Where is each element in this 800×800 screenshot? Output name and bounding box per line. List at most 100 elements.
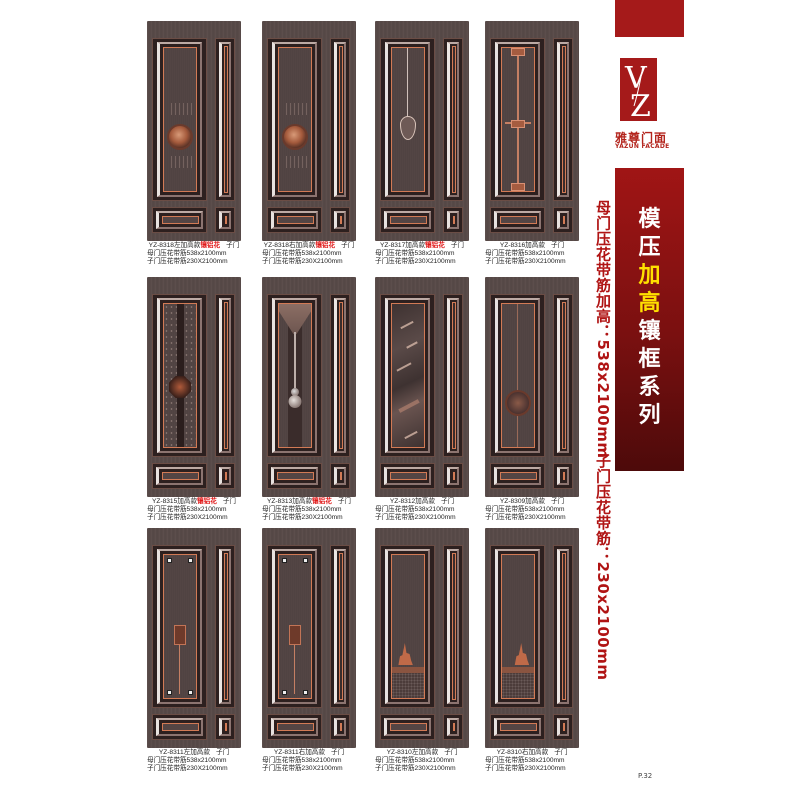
door-spec-main: 母门压花带筋538x2100mm [375,757,455,764]
deer-icon [514,643,530,665]
door-sub-label: 子门 [331,749,345,756]
flower-medallion-icon [505,390,531,416]
door-card[interactable]: YZ-8311右加高款子门 母门压花带筋538x2100mm 子门压花带筋230… [262,528,356,773]
knot-ornament-icon [511,48,525,56]
door-spec-main: 母门压花带筋538x2100mm [375,506,455,513]
round-medallion-icon [167,124,193,150]
door-caption: YZ-8312加高款子门 母门压花带筋538x2100mm 子门压花带筋230X… [375,498,469,522]
door-tag: 镶铝花 [315,242,336,249]
door-spec-main: 母门压花带筋538x2100mm [147,757,227,764]
deer-icon [398,643,413,665]
door-sub-label: 子门 [440,498,455,505]
gourd-icon [288,395,302,408]
knot-ornament-icon [511,183,525,191]
door-spec-sub: 子门压花带筋230X2100mm [147,514,228,521]
svg-text:Z: Z [630,89,651,121]
door-model: YZ-8318右加高款 [263,242,316,249]
door-image [262,528,356,748]
round-medallion-icon [282,124,308,150]
door-card[interactable]: YZ-8313加高款镶铝花子门 母门压花带筋538x2100mm 子门压花带筋2… [262,277,356,522]
door-image [262,277,356,497]
series-title-char: 列 [638,403,661,428]
door-card[interactable]: YZ-8318右加高款镶铝花子门 母门压花带筋538x2100mm 子门压花带筋… [262,21,356,266]
door-spec-main: 母门压花带筋538x2100mm [262,757,342,764]
door-card[interactable]: YZ-8310左加高款子门 母门压花带筋538x2100mm 子门压花带筋230… [375,528,469,773]
door-card[interactable]: YZ-8310右加高款子门 母门压花带筋538x2100mm 子门压花带筋230… [485,528,579,773]
door-spec-main: 母门压花带筋538x2100mm [485,250,565,257]
door-model: YZ-8313加高款 [266,498,313,505]
svg-text:V: V [624,61,648,96]
door-caption: YZ-8313加高款镶铝花子门 母门压花带筋538x2100mm 子门压花带筋2… [262,498,356,522]
gourd-icon [291,388,299,396]
door-model: YZ-8317加高款 [379,242,426,249]
door-spec-sub: 子门压花带筋230X2100mm [147,765,228,772]
door-model: YZ-8312加高款 [389,498,435,505]
door-card[interactable]: YZ-8309加高款子门 母门压花带筋538x2100mm 子门压花带筋230X… [485,277,579,522]
door-spec-sub: 子门压花带筋230X2100mm [485,765,566,772]
door-sub-label: 子门 [450,242,465,249]
door-image [375,21,469,241]
spec-main-door: 母门压花带筋加高：538x2100mm [594,200,612,459]
door-spec-sub: 子门压花带筋230X2100mm [262,258,343,265]
door-sub-label: 子门 [550,498,565,505]
door-sub-label: 子门 [216,749,230,756]
series-title-char: 压 [638,235,661,260]
door-sub-label: 子门 [554,749,568,756]
octagon-emblem-icon [169,376,191,398]
door-spec-main: 母门压花带筋538x2100mm [262,250,342,257]
series-title-char-highlight: 高 [638,291,661,316]
top-accent-bar [615,0,684,37]
door-tag: 镶铝花 [200,242,221,249]
door-tag: 镶铝花 [197,498,217,505]
door-spec-main: 母门压花带筋538x2100mm [147,250,227,257]
door-image [262,21,356,241]
knot-ornament-icon [511,120,525,128]
series-title: 模 压 加 高 镶 框 系 列 [615,206,684,430]
door-card[interactable]: YZ-8311左加高款子门 母门压花带筋538x2100mm 子门压花带筋230… [147,528,241,773]
door-caption: YZ-8317加高款镶铝花子门 母门压花带筋538x2100mm 子门压花带筋2… [375,242,469,266]
door-image [485,528,579,748]
door-image [147,277,241,497]
door-model: YZ-8311左加高款 [158,749,210,756]
door-sub-label: 子门 [341,242,355,249]
door-caption: YZ-8310右加高款子门 母门压花带筋538x2100mm 子门压花带筋230… [485,749,579,773]
pendant-drop-icon [400,116,416,140]
door-spec-sub: 子门压花带筋230X2100mm [262,514,343,521]
door-caption: YZ-8311左加高款子门 母门压花带筋538x2100mm 子门压花带筋230… [147,749,241,773]
series-title-char: 模 [638,207,661,232]
door-card[interactable]: YZ-8318左加高款镶铝花子门 母门压花带筋538x2100mm 子门压花带筋… [147,21,241,266]
door-spec-sub: 子门压花带筋230X2100mm [375,765,456,772]
fan-ornament-icon [279,304,311,334]
door-card[interactable]: YZ-8316加高款子门 母门压花带筋538x2100mm 子门压花带筋230X… [485,21,579,266]
door-card[interactable]: YZ-8317加高款镶铝花子门 母门压花带筋538x2100mm 子门压花带筋2… [375,21,469,266]
door-model: YZ-8316加高款 [499,242,545,249]
door-tag: 镶铝花 [312,498,332,505]
door-spec-sub: 子门压花带筋230X2100mm [147,258,228,265]
door-image [147,528,241,748]
door-image [147,21,241,241]
door-sub-label: 子门 [222,498,237,505]
door-sub-label: 子门 [337,498,352,505]
door-spec-main: 母门压花带筋538x2100mm [262,506,342,513]
door-caption: YZ-8309加高款子门 母门压花带筋538x2100mm 子门压花带筋230X… [485,498,579,522]
yz-monogram-icon: V Z [624,61,651,121]
door-spec-main: 母门压花带筋538x2100mm [147,506,227,513]
brand-logo: V Z [620,58,657,121]
door-image [375,277,469,497]
door-spec-main: 母门压花带筋538x2100mm [375,250,455,257]
brand-name-en: YAZUN FACADE [615,143,670,150]
door-spec-sub: 子门压花带筋230X2100mm [485,258,566,265]
door-image [375,528,469,748]
door-caption: YZ-8311右加高款子门 母门压花带筋538x2100mm 子门压花带筋230… [262,749,356,773]
door-sub-label: 子门 [444,749,458,756]
door-model: YZ-8318左加高款 [148,242,201,249]
series-banner: 模 压 加 高 镶 框 系 列 [615,168,684,471]
door-caption: YZ-8318右加高款镶铝花子门 母门压花带筋538x2100mm 子门压花带筋… [262,242,356,266]
door-card[interactable]: YZ-8312加高款子门 母门压花带筋538x2100mm 子门压花带筋230X… [375,277,469,522]
calligraphy-seal-icon [174,625,186,645]
door-spec-sub: 子门压花带筋230X2100mm [485,514,566,521]
door-model: YZ-8310左加高款 [386,749,439,756]
door-card[interactable]: YZ-8315加高款镶铝花子门 母门压花带筋538x2100mm 子门压花带筋2… [147,277,241,522]
door-spec-main: 母门压花带筋538x2100mm [485,757,565,764]
